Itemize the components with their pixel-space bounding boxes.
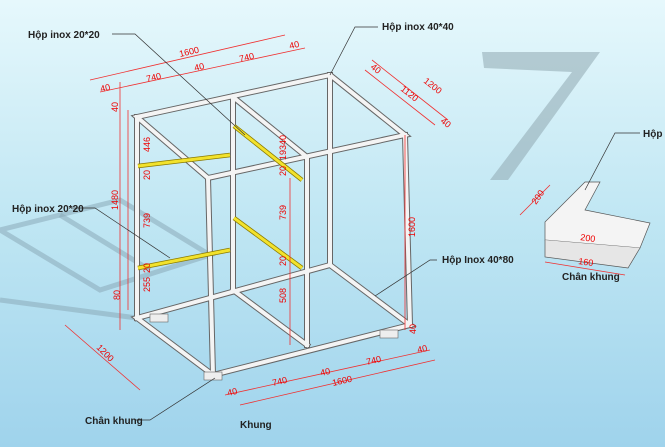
dim-mid-20-a: 20 — [278, 166, 288, 176]
dim-left-1480: 1480 — [110, 190, 120, 210]
dim-depth-40-top: 40 — [369, 62, 383, 76]
dim-depth-40-bottom: 40 — [439, 116, 453, 130]
foot-front-right — [379, 329, 399, 339]
dim-left-80: 80 — [112, 290, 122, 300]
dim-mid-193: 193 — [278, 145, 288, 160]
steel-frame — [130, 71, 417, 381]
label-hop-inox-20-top: Hộp inox 20*20 — [28, 30, 100, 41]
dim-right-1600: 1600 — [407, 217, 417, 237]
dim-top-40-mid: 40 — [193, 61, 205, 73]
dim-left-40: 40 — [110, 102, 120, 112]
dim-left-255: 255 — [142, 277, 152, 292]
foot-front-left — [203, 371, 223, 381]
watermark-logo — [482, 52, 600, 180]
dim-depth-1120: 1120 — [399, 84, 420, 104]
dim-right-40: 40 — [408, 324, 418, 334]
dim-top-40-right: 40 — [288, 39, 300, 51]
label-hop-inox-40-80: Hộp Inox 40*80 — [442, 255, 514, 266]
dim-left-20-b: 20 — [142, 263, 152, 273]
dim-left-446: 446 — [142, 137, 152, 152]
dim-top-740-left: 740 — [145, 71, 162, 84]
dim-top-total: 1600 — [178, 45, 200, 59]
dim-mid-739: 739 — [278, 205, 288, 220]
dim-depth-1200: 1200 — [422, 76, 444, 96]
dim-bottom-740-left: 740 — [271, 375, 288, 388]
dim-bottom-740-right: 740 — [365, 354, 382, 367]
label-khung: Khung — [240, 420, 272, 431]
dim-left-739: 739 — [142, 213, 152, 228]
foot-detail — [544, 181, 651, 269]
dim-foot-160: 160 — [578, 256, 594, 268]
dim-mid-40: 40 — [278, 135, 288, 145]
dim-top-740-right: 740 — [238, 51, 255, 64]
inox-20-braces — [137, 124, 304, 271]
dim-top-40-left: 40 — [99, 82, 111, 94]
dim-foot-200: 200 — [580, 232, 596, 244]
label-chan-khung: Chân khung — [85, 416, 143, 427]
dim-bottom-40-mid: 40 — [319, 366, 331, 378]
dim-bottom-40-right: 40 — [416, 343, 428, 355]
dim-bottom-40-left: 40 — [226, 386, 238, 398]
foot-back-left — [149, 313, 169, 323]
dim-mid-508: 508 — [278, 288, 288, 303]
dim-left-20-a: 20 — [142, 170, 152, 180]
dim-bottom-total: 1600 — [331, 374, 353, 388]
label-hop-inox-20-left: Hộp inox 20*20 — [12, 204, 84, 215]
dim-mid-20-b: 20 — [278, 256, 288, 266]
leader-lines — [72, 26, 640, 421]
label-hop-inox-detail: Hộp In — [643, 129, 665, 140]
label-chan-khung-detail: Chân khung — [562, 272, 620, 283]
label-hop-inox-40-40: Hộp inox 40*40 — [382, 22, 454, 33]
